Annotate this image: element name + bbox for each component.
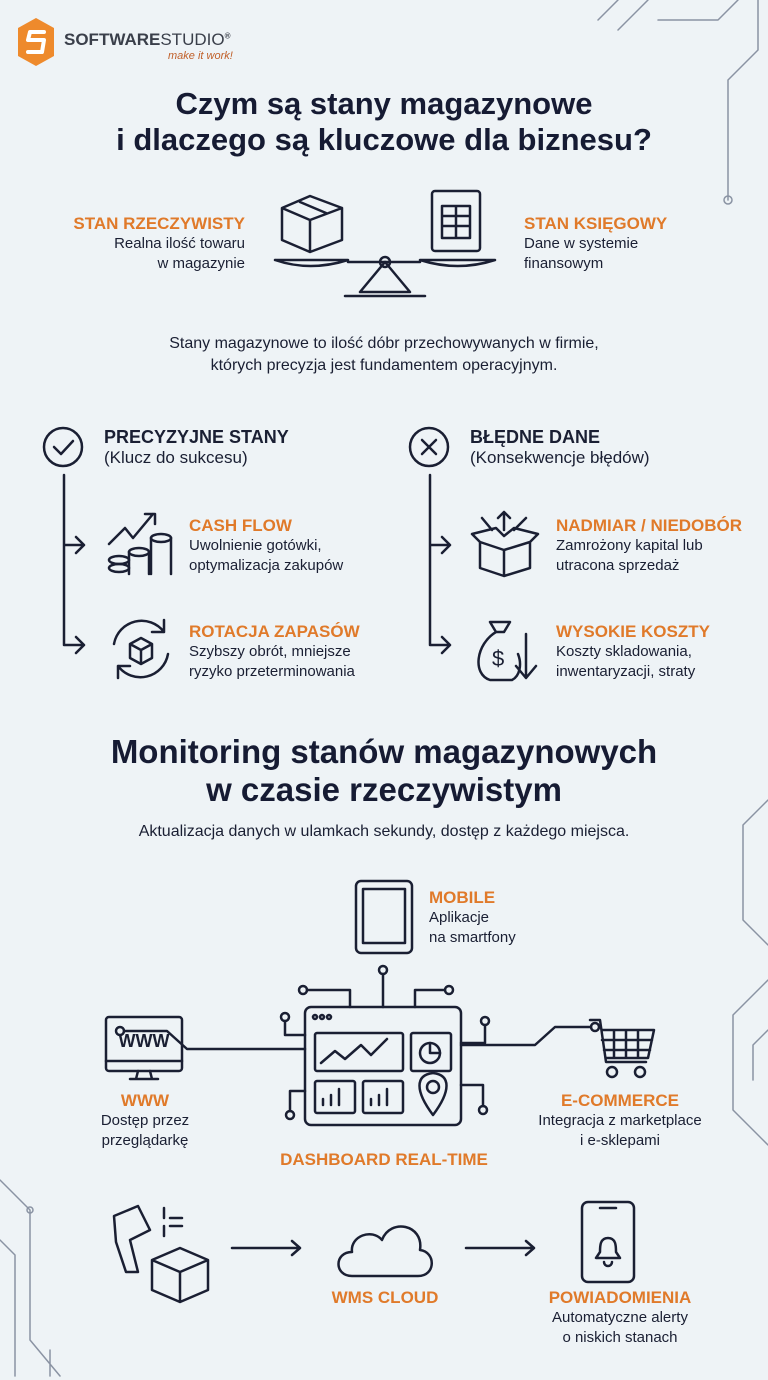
- stan-ksiegowy: STAN KSIĘGOWY Dane w systemie finansowym: [524, 214, 764, 274]
- item-text: Integracja z marketplace: [538, 1112, 702, 1129]
- label-text: Dane w systemie: [524, 235, 639, 252]
- item-title: MOBILE: [429, 888, 496, 907]
- phone-bell-icon: [580, 1200, 636, 1284]
- check-circle-icon: [42, 426, 84, 468]
- logo-name: SOFTWARE: [64, 30, 161, 49]
- ecommerce-label: E-COMMERCE Integracja z marketplace i e-…: [520, 1091, 720, 1151]
- item-title: CASH FLOW: [189, 516, 292, 535]
- arrow-right-icon: [230, 1239, 302, 1257]
- precise-header: PRECYZYJNE STANY (Klucz do sukcesu): [104, 426, 289, 468]
- description-line: których precyzja jest fundamentem operac…: [210, 357, 558, 374]
- shopping-cart-icon: [588, 1018, 656, 1079]
- item-text: optymalizacja zakupów: [189, 557, 344, 574]
- item-text: Aplikacje: [429, 909, 490, 926]
- title-line: i dlaczego są kluczowe dla biznesu?: [116, 122, 652, 157]
- column-title: BŁĘDNE DANE: [470, 427, 601, 447]
- column-subtitle: (Konsekwencje błędów): [470, 448, 650, 467]
- mobile-label: MOBILE Aplikacje na smartfony: [429, 888, 516, 948]
- bad-branch-lines: [428, 473, 452, 655]
- stan-rzeczywisty: STAN RZECZYWISTY Realna ilość towaru w m…: [5, 214, 245, 274]
- item-text: Zamrożony kapital lub: [556, 537, 703, 554]
- decorative-circuit-right: [732, 799, 768, 1146]
- item-text: Szybszy obrót, mniejsze: [189, 643, 351, 660]
- errors-header: BŁĘDNE DANE (Konsekwencje błędów): [470, 426, 650, 468]
- item-title: WWW: [120, 1091, 170, 1110]
- dashboard-circuit: [114, 964, 601, 1127]
- section2-title: Monitoring stanów magazynowych w czasie …: [0, 733, 768, 809]
- label-text: finansowym: [524, 255, 604, 272]
- item-text: Uwolnienie gotówki,: [189, 537, 322, 554]
- column-subtitle: (Klucz do sukcesu): [104, 448, 248, 467]
- item-text: ryzyko przeterminowania: [189, 663, 355, 680]
- section2-subtitle: Aktualizacja danych w ulamkach sekundy, …: [138, 823, 630, 840]
- item-title: POWIADOMIENIA: [548, 1288, 692, 1307]
- good-branch-lines: [62, 473, 86, 655]
- item-text: Automatyczne alerty: [552, 1309, 688, 1326]
- cash-flow-item: CASH FLOW Uwolnienie gotówki, optymaliza…: [189, 516, 343, 576]
- label-text: Realna ilość towaru: [114, 235, 245, 252]
- scale-icon: [273, 189, 497, 298]
- www-label: WWW Dostęp przez przeglądarkę: [60, 1091, 230, 1151]
- cash-flow-icon: [107, 512, 173, 576]
- column-title: PRECYZYJNE STANY: [104, 427, 289, 447]
- decorative-circuit-bottom-left: [0, 1179, 61, 1377]
- logo: SOFTWARESTUDIO® make it work!: [18, 18, 248, 68]
- item-title: WYSOKIE KOSZTY: [556, 622, 710, 641]
- cloud-icon: [337, 1225, 433, 1278]
- money-bag-down-icon: $: [477, 620, 538, 682]
- decorative-circuit-top-right: [597, 0, 759, 205]
- item-title: ROTACJA ZAPASÓW: [189, 622, 360, 641]
- item-text: przeglądarkę: [101, 1132, 189, 1149]
- item-title: E-COMMERCE: [560, 1091, 680, 1110]
- open-box-icon: [470, 510, 540, 578]
- wms-cloud-label: WMS CLOUD: [331, 1288, 439, 1307]
- tablet-icon: [354, 879, 414, 955]
- alerts-label: POWIADOMIENIA Automatyczne alerty o nisk…: [520, 1288, 720, 1348]
- svg-text:$: $: [492, 646, 504, 671]
- monitor-www-icon: WWW: [104, 1015, 184, 1081]
- x-circle-icon: [408, 426, 450, 468]
- item-text: o niskich stanach: [562, 1329, 678, 1346]
- item-text: Dostęp przez: [100, 1112, 190, 1129]
- title-line: w czasie rzeczywistym: [206, 771, 562, 808]
- item-text: utracona sprzedaż: [556, 557, 680, 574]
- rotation-box-icon: [112, 618, 170, 680]
- logo-name-light: STUDIO: [160, 30, 225, 49]
- www-icon-text: WWW: [119, 1031, 170, 1051]
- item-text: na smartfony: [429, 929, 516, 946]
- arrow-right-icon: [464, 1239, 536, 1257]
- item-text: i e-sklepami: [579, 1132, 661, 1149]
- section1-description: Stany magazynowe to ilość dóbr przechowy…: [0, 333, 768, 377]
- description-line: Stany magazynowe to ilość dóbr przechowy…: [169, 335, 599, 352]
- label-title: STAN RZECZYWISTY: [73, 214, 245, 233]
- high-costs-item: WYSOKIE KOSZTY Koszty skladowania, inwen…: [556, 622, 710, 682]
- barcode-scanner-box-icon: [112, 1204, 210, 1304]
- section1-title: Czym są stany magazynowe i dlaczego są k…: [0, 86, 768, 158]
- dashboard-label: DASHBOARD REAL-TIME: [280, 1150, 488, 1169]
- logo-tagline: make it work!: [168, 50, 233, 62]
- registered-mark: ®: [224, 31, 231, 41]
- label-text: w magazynie: [157, 255, 245, 272]
- item-text: inwentaryzacji, straty: [556, 663, 696, 680]
- item-text: Koszty skladowania,: [556, 643, 692, 660]
- excess-shortage-item: NADMIAR / NIEDOBÓR Zamrożony kapital lub…: [556, 516, 742, 576]
- title-line: Monitoring stanów magazynowych: [110, 733, 658, 770]
- label-title: STAN KSIĘGOWY: [524, 214, 668, 233]
- rotation-item: ROTACJA ZAPASÓW Szybszy obrót, mniejsze …: [189, 622, 360, 682]
- logo-mark: [18, 18, 54, 66]
- item-title: NADMIAR / NIEDOBÓR: [556, 516, 743, 535]
- title-line: Czym są stany magazynowe: [175, 86, 593, 121]
